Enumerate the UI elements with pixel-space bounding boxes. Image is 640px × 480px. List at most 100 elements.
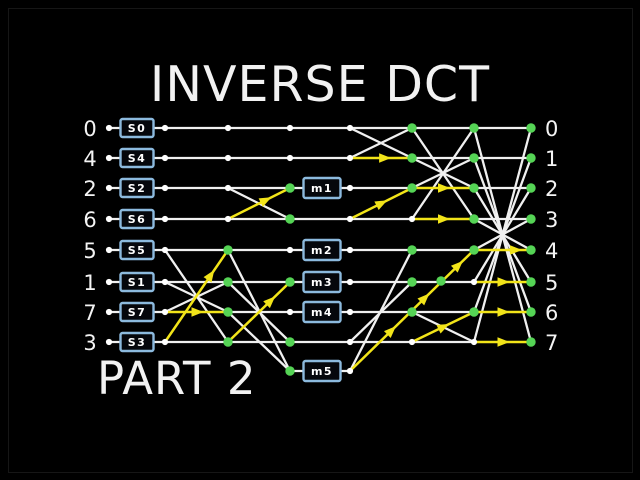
scale-box-label: S6 bbox=[128, 213, 147, 226]
node-dot-computed bbox=[407, 245, 417, 255]
page-title: INVERSE DCT bbox=[149, 56, 491, 113]
node-dot-computed bbox=[285, 277, 295, 287]
flow-line bbox=[410, 126, 476, 221]
scale-box bbox=[119, 331, 155, 353]
multiplier-box-label: m5 bbox=[311, 365, 333, 378]
output-label: 5 bbox=[545, 271, 558, 295]
node-dot-computed bbox=[436, 276, 446, 286]
node-dot bbox=[346, 246, 354, 254]
node-dot bbox=[470, 338, 478, 346]
node-dot bbox=[346, 278, 354, 286]
node-dot bbox=[286, 154, 294, 162]
arrowhead bbox=[191, 307, 204, 317]
part-label: PART 2 bbox=[97, 352, 257, 405]
node-dot bbox=[346, 367, 354, 375]
scale-box bbox=[119, 239, 155, 261]
node-dot bbox=[346, 338, 354, 346]
multiplier-box bbox=[302, 238, 342, 262]
scale-box-label: S1 bbox=[128, 276, 147, 289]
arrowhead bbox=[383, 326, 396, 338]
node-dot bbox=[408, 338, 416, 346]
scale-box bbox=[119, 301, 155, 323]
flow-line bbox=[348, 126, 414, 160]
flow-line-highlighted bbox=[226, 280, 292, 344]
node-dot-computed bbox=[469, 245, 479, 255]
node-dot-computed bbox=[526, 183, 536, 193]
node-dot bbox=[286, 124, 294, 132]
output-label: 7 bbox=[545, 331, 558, 355]
node-dot-computed bbox=[469, 183, 479, 193]
node-dot bbox=[161, 338, 169, 346]
arrowhead bbox=[417, 293, 430, 306]
node-dot bbox=[224, 154, 232, 162]
scale-box-label: S2 bbox=[128, 182, 147, 195]
node-dot-computed bbox=[223, 277, 233, 287]
node-dot bbox=[105, 154, 113, 162]
output-label: 3 bbox=[545, 208, 558, 232]
node-dot bbox=[346, 184, 354, 192]
output-label: 1 bbox=[545, 147, 558, 171]
input-label: 0 bbox=[83, 117, 96, 141]
scale-box-label: S4 bbox=[128, 152, 147, 165]
node-dot-computed bbox=[526, 337, 536, 347]
input-label: 3 bbox=[83, 331, 96, 355]
multiplier-box bbox=[302, 300, 342, 324]
arrowhead bbox=[436, 323, 450, 334]
scale-box-label: S5 bbox=[128, 244, 147, 257]
node-dot bbox=[105, 215, 113, 223]
flow-line bbox=[348, 248, 414, 373]
scale-box bbox=[119, 177, 155, 199]
node-dot-computed bbox=[526, 245, 536, 255]
multiplier-box-label: m1 bbox=[311, 182, 333, 195]
node-dot-computed bbox=[407, 307, 417, 317]
node-dot bbox=[346, 124, 354, 132]
flow-line bbox=[472, 126, 533, 344]
output-label: 6 bbox=[545, 301, 558, 325]
input-label: 2 bbox=[83, 177, 96, 201]
arrowhead bbox=[374, 200, 388, 211]
arrowhead bbox=[438, 214, 450, 224]
node-dot-computed bbox=[526, 214, 536, 224]
arrowhead bbox=[203, 269, 215, 283]
node-dot bbox=[105, 246, 113, 254]
input-label: 6 bbox=[83, 208, 96, 232]
scale-box-label: S0 bbox=[128, 122, 147, 135]
node-dot-computed bbox=[285, 366, 295, 376]
scale-box bbox=[119, 147, 155, 169]
node-dot-computed bbox=[469, 214, 479, 224]
node-dot bbox=[161, 278, 169, 286]
scale-box bbox=[119, 208, 155, 230]
node-dot bbox=[286, 308, 294, 316]
scale-box bbox=[119, 117, 155, 139]
node-dot-computed bbox=[469, 153, 479, 163]
multiplier-box-label: m3 bbox=[311, 276, 333, 289]
node-dot-computed bbox=[469, 307, 479, 317]
node-dot bbox=[161, 246, 169, 254]
multiplier-box-label: m4 bbox=[311, 306, 333, 319]
node-dot bbox=[105, 184, 113, 192]
input-label: 5 bbox=[83, 239, 96, 263]
arrowhead bbox=[438, 183, 450, 193]
multiplier-box bbox=[302, 270, 342, 294]
input-label: 7 bbox=[83, 301, 96, 325]
arrowhead bbox=[379, 153, 392, 163]
node-dot-computed bbox=[407, 153, 417, 163]
node-dot-computed bbox=[469, 123, 479, 133]
arrowhead bbox=[450, 260, 463, 273]
node-dot bbox=[346, 308, 354, 316]
arrowhead bbox=[497, 307, 510, 317]
node-dot bbox=[224, 184, 232, 192]
node-dot-computed bbox=[407, 123, 417, 133]
multiplier-box bbox=[302, 359, 342, 383]
node-dot bbox=[105, 338, 113, 346]
node-dot bbox=[161, 215, 169, 223]
node-dot-computed bbox=[526, 123, 536, 133]
node-dot-computed bbox=[223, 245, 233, 255]
scale-box bbox=[119, 271, 155, 293]
node-dot-computed bbox=[526, 153, 536, 163]
output-label: 0 bbox=[545, 117, 558, 141]
input-label: 4 bbox=[83, 147, 96, 171]
arrowhead bbox=[497, 277, 510, 287]
